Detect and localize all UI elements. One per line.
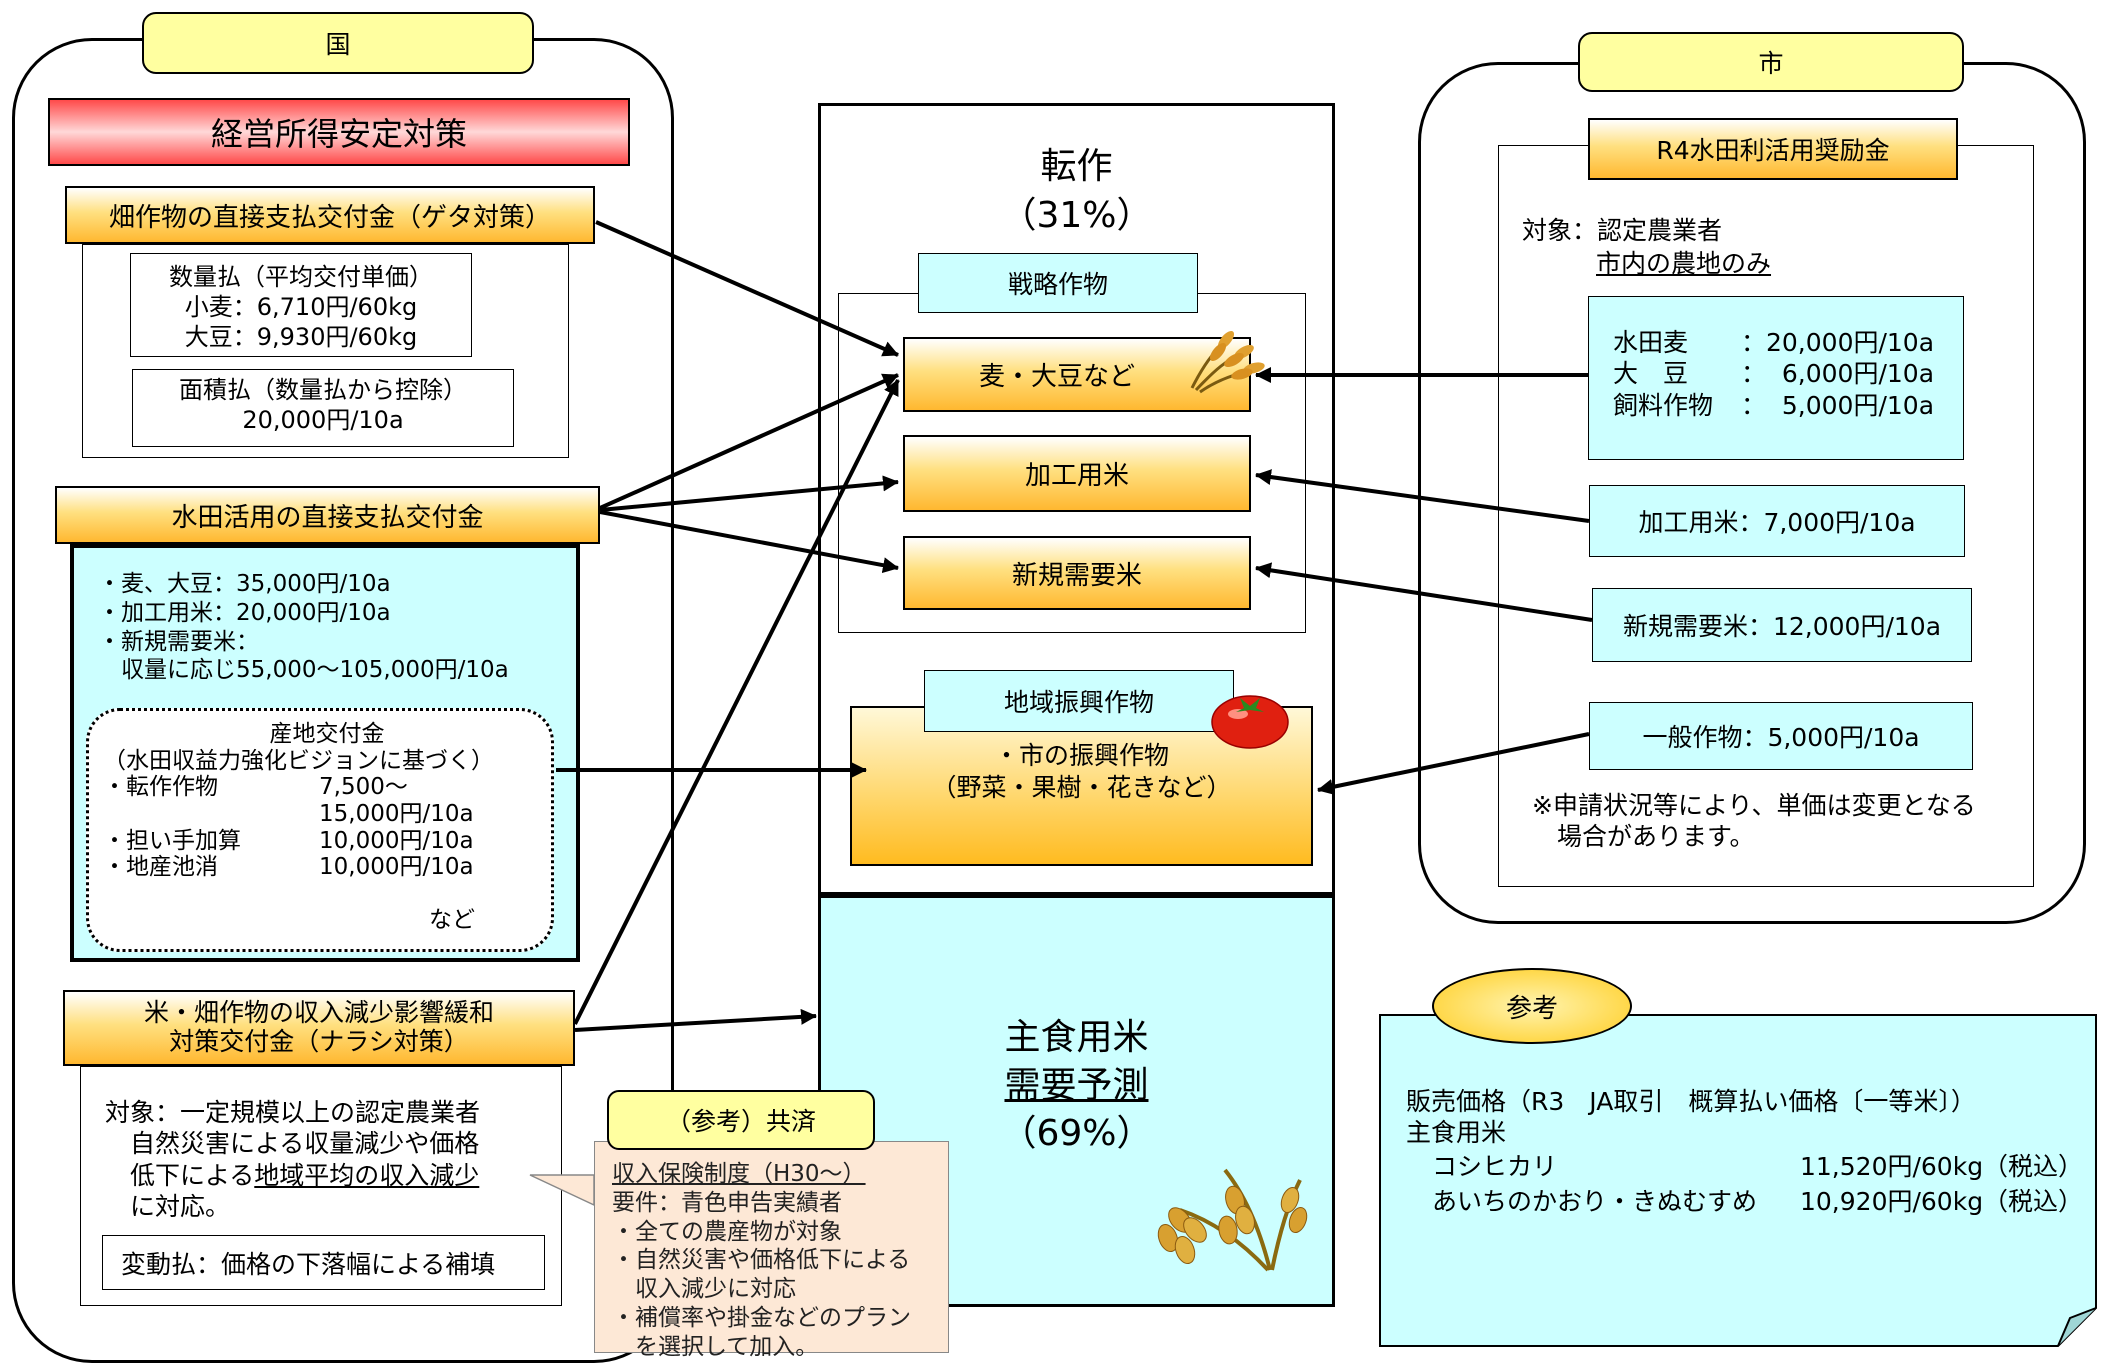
shushoku-pct: （69%） bbox=[1000, 1113, 1153, 1154]
city-rate-label: 水田麦 bbox=[1613, 328, 1689, 357]
suiden-line-1: ・麦、大豆：35,000円/10a bbox=[98, 571, 391, 597]
kyosai-line-4: ・自然災害や価格低下による bbox=[612, 1247, 911, 1274]
kyosai-line-5: 収入減少に対応 bbox=[612, 1276, 796, 1302]
sanko-line-1: 販売価格（R3 JA取引 概算払い価格〔一等米〕） bbox=[1406, 1087, 1976, 1116]
sanko-text: 販売価格（R3 JA取引 概算払い価格〔一等米〕） 主食用米 コシヒカリ 11,5… bbox=[1406, 1086, 2083, 1220]
senryaku-tab: 戦略作物 bbox=[918, 253, 1198, 313]
city-main-rates: 水田麦 ：20,000円/10a 大 豆 ： 6,000円/10a 飼料作物 ： 5,… bbox=[1588, 296, 1964, 460]
narashi-title-1: 米・畑作物の収入減少影響緩和 bbox=[143, 998, 494, 1028]
mugi-daizu-box: 麦・大豆など bbox=[903, 337, 1251, 412]
city-note-2: 場合があります。 bbox=[1532, 822, 1755, 852]
city-rate-value: ：20,000円/10a bbox=[1741, 328, 1935, 357]
kyosai-line-2: 要件：青色申告実績者 bbox=[612, 1189, 842, 1216]
narashi-title: 米・畑作物の収入減少影響緩和 対策交付金（ナラシ対策） bbox=[63, 990, 575, 1066]
suiden-line-2: ・加工用米：20,000円/10a bbox=[98, 599, 391, 626]
sanchi-title: 産地交付金 bbox=[269, 721, 385, 747]
narashi-title-2: 対策交付金（ナラシ対策） bbox=[169, 1027, 469, 1056]
city-kakou-rate: 加工用米：7,000円/10a bbox=[1589, 485, 1965, 557]
shushoku-title: 主食用米 bbox=[1004, 1017, 1149, 1058]
tensaku-pct: （31%） bbox=[1000, 195, 1153, 236]
suryo-wheat: 小麦：6,710円/60kg bbox=[184, 293, 418, 321]
suiden-line-3: ・新規需要米： bbox=[98, 628, 259, 655]
sanko-row-name: あいちのかおり・きぬむすめ bbox=[1432, 1187, 1758, 1216]
sanchi-row-value: 7,500～ bbox=[319, 774, 408, 801]
sanchi-row-label: ・担い手加算 bbox=[103, 827, 241, 854]
kyosai-box bbox=[594, 1141, 949, 1353]
shushoku-sub-text: 需要予測 bbox=[1004, 1065, 1149, 1106]
sanchi-box: 産地交付金 （水田収益力強化ビジョンに基づく） ・転作作物 7,500～ 15,0… bbox=[86, 708, 554, 952]
geta-title: 畑作物の直接支払交付金（ゲタ対策） bbox=[65, 186, 595, 244]
kyosai-line-3: ・全ての農産物が対象 bbox=[612, 1218, 842, 1245]
sanchi-row-value: 10,000円/10a bbox=[319, 827, 474, 854]
keiei-header: 経営所得安定対策 bbox=[48, 98, 630, 166]
sanko-row-name: コシヒカリ bbox=[1432, 1151, 1558, 1181]
city-tab: 市 bbox=[1578, 32, 1964, 92]
city-rate-value: ： 6,000円/10a bbox=[1741, 359, 1935, 389]
shinko-line-1: ・市の振興作物 bbox=[993, 740, 1169, 770]
sanko-line-2: 主食用米 bbox=[1406, 1118, 1507, 1148]
sanchi-sub: （水田収益力強化ビジョンに基づく） bbox=[103, 747, 494, 774]
hendo-box: 変動払：価格の下落幅による補填 bbox=[102, 1235, 545, 1290]
kakou-rice-box: 加工用米 bbox=[903, 435, 1251, 512]
sanchi-etc: など bbox=[429, 907, 475, 933]
menseki-title: 面積払（数量払から控除） bbox=[179, 376, 467, 404]
city-rate-value: ： 5,000円/10a bbox=[1741, 390, 1935, 420]
narashi-target-2: 自然災害による収量減少や価格 bbox=[105, 1129, 480, 1159]
city-note: ※申請状況等により、単価は変更となる 場合があります。 bbox=[1532, 790, 1976, 853]
city-rate-label: 大 豆 bbox=[1613, 359, 1689, 389]
tensaku-title: 転作 bbox=[1040, 146, 1113, 187]
narashi-target-5: に対応。 bbox=[105, 1191, 231, 1221]
city-note-1: ※申請状況等により、単価は変更となる bbox=[1532, 791, 1976, 820]
narashi-target-3: 低下による bbox=[105, 1160, 255, 1190]
sanchi-row-label: ・地産池消 bbox=[103, 854, 218, 881]
sanko-row-price: 10,920円/60kg（税込） bbox=[1800, 1187, 2084, 1216]
sanchi-row-label: ・転作作物 bbox=[103, 774, 218, 801]
kyosai-line-1: 収入保険制度（H30～） bbox=[612, 1161, 866, 1187]
sanchi-row-label bbox=[103, 801, 319, 828]
kyosai-line-7: を選択して加入。 bbox=[612, 1333, 819, 1360]
city-target-2: 市内の農地のみ bbox=[1596, 248, 1772, 278]
narashi-target-1: 対象：一定規模以上の認定農業者 bbox=[105, 1098, 481, 1127]
shinki-rice-box: 新規需要米 bbox=[903, 536, 1251, 610]
city-target: 対象：認定農業者 市内の農地のみ bbox=[1522, 215, 1771, 280]
kyosai-text: 収入保険制度（H30～） 要件：青色申告実績者 ・全ての農産物が対象 ・自然災害… bbox=[612, 1160, 942, 1361]
suiden-title: 水田活用の直接支払交付金 bbox=[55, 486, 600, 544]
geta-menseki-box: 面積払（数量払から控除） 20,000円/10a bbox=[132, 369, 514, 447]
sanko-row-price: 11,520円/60kg（税込） bbox=[1800, 1151, 2084, 1181]
city-target-1: 対象：認定農業者 bbox=[1522, 216, 1723, 245]
geta-suryo-box: 数量払（平均交付単価） 小麦：6,710円/60kg 大豆：9,930円/60k… bbox=[130, 253, 472, 357]
city-ippan-rate: 一般作物：5,000円/10a bbox=[1589, 702, 1973, 770]
sanko-tab: 参考 bbox=[1432, 968, 1632, 1044]
chiiki-tab: 地域振興作物 bbox=[924, 670, 1234, 732]
city-header: R4水田利活用奨励金 bbox=[1588, 118, 1958, 180]
national-tab: 国 bbox=[142, 12, 534, 74]
city-shinki-rate: 新規需要米：12,000円/10a bbox=[1592, 588, 1972, 662]
narashi-target-4: 地域平均の収入減少 bbox=[254, 1160, 480, 1190]
suiden-line-4: 収量に応じ55,000～105,000円/10a bbox=[98, 657, 509, 684]
shinko-line-2: （野菜・果樹・花きなど） bbox=[931, 773, 1232, 802]
menseki-value: 20,000円/10a bbox=[242, 406, 404, 434]
suryo-title: 数量払（平均交付単価） bbox=[169, 263, 433, 291]
city-rate-label: 飼料作物 bbox=[1613, 390, 1714, 420]
suryo-soy: 大豆：9,930円/60kg bbox=[184, 323, 418, 351]
kyosai-tab: （参考）共済 bbox=[607, 1090, 875, 1150]
sanchi-row-value: 10,000円/10a bbox=[319, 854, 474, 881]
sanchi-row-value: 15,000円/10a bbox=[319, 801, 474, 828]
shushoku-sub: 需要予測 bbox=[818, 1056, 1335, 1108]
kyosai-line-6: ・補償率や掛金などのプラン bbox=[612, 1304, 911, 1331]
